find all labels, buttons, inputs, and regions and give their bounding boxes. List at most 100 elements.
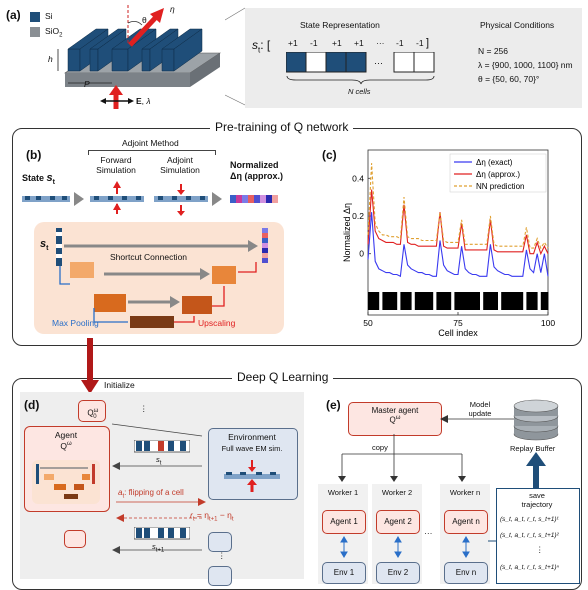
state-value: +1 xyxy=(354,38,364,48)
panel-d-label: (d) xyxy=(24,398,40,412)
svg-text:···: ··· xyxy=(374,58,383,68)
adjoint-bracket xyxy=(88,150,216,155)
save-arrow xyxy=(526,452,546,488)
theta-value: θ = {50, 60, 70}° xyxy=(478,74,540,84)
action-label: at: flipping of a cell xyxy=(118,488,184,500)
eta-label: η xyxy=(170,4,175,14)
state-strip-t1 xyxy=(134,527,190,540)
grating-structure xyxy=(57,5,221,109)
agent-env-link xyxy=(340,536,470,558)
worker-ellipsis: ··· xyxy=(424,528,433,538)
replay-buffer-icon xyxy=(513,399,559,441)
state-input-label: State st xyxy=(22,172,55,186)
cell-bar xyxy=(382,292,387,310)
adjoint-sim-label: Adjoint Simulation xyxy=(160,155,200,175)
cell-bar xyxy=(540,292,545,310)
cell-bar xyxy=(461,292,466,310)
worker-agent-box: Agent 1 xyxy=(322,510,366,534)
y-axis-label: Normalized Δη xyxy=(342,203,352,262)
normalized-label: Normalized xyxy=(230,160,279,170)
cell-bar xyxy=(407,292,412,310)
cell-bar xyxy=(515,292,520,310)
adjoint-title: Adjoint Method xyxy=(122,138,179,148)
agent-next-box xyxy=(64,530,86,548)
legend-sio2-label: SiO2 xyxy=(45,26,63,39)
trajectory-row: (s_t, a_t, r_t, s_t+1)¹ xyxy=(500,516,559,523)
state-value: +1 xyxy=(332,38,342,48)
cells-label: N cells xyxy=(348,87,371,96)
x-tick-label: 50 xyxy=(363,318,373,328)
legend-entry: Δη (exact) xyxy=(476,158,513,167)
adjoint-flow-diagram xyxy=(22,181,278,216)
upscaling-label: Upscaling xyxy=(198,318,236,328)
cell-bar xyxy=(530,292,534,310)
trajectory-dots: ⋮ xyxy=(536,545,544,554)
environment-icon xyxy=(224,460,280,492)
cell-bar xyxy=(371,292,376,310)
delta-eta-label: Δη (approx.) xyxy=(230,171,283,181)
cell-bar xyxy=(368,292,372,310)
cell-bar xyxy=(512,292,516,310)
worker-to-buffer-link xyxy=(488,540,496,542)
dim-p-label: P xyxy=(84,79,90,89)
cell-bar xyxy=(454,292,459,310)
agent-label: Agent xyxy=(54,430,78,440)
state-value: +1 xyxy=(288,38,298,48)
n-value: N = 256 xyxy=(478,46,509,56)
cell-bar xyxy=(472,292,477,310)
forward-sim-label: Forward Simulation xyxy=(96,155,136,175)
legend-sio2-swatch xyxy=(30,27,40,37)
series-line xyxy=(367,163,549,250)
trajectory-row: (s_t, a_t, r_t, s_t+1)ⁿ xyxy=(500,564,559,571)
cell-bar xyxy=(519,292,524,310)
worker-env-box: Env n xyxy=(444,562,488,584)
panel-b-label: (b) xyxy=(26,148,42,162)
worker-agent-box: Agent 2 xyxy=(376,510,420,534)
x-axis-label: Cell index xyxy=(438,328,478,338)
deepq-title: Deep Q Learning xyxy=(232,370,334,384)
cell-bar xyxy=(393,292,398,310)
agent-q: Qω xyxy=(60,441,72,451)
copy-tree xyxy=(338,434,466,482)
env-last-box xyxy=(208,566,232,586)
cell-bar xyxy=(436,292,441,310)
phys-title: Physical Conditions xyxy=(480,20,555,30)
cell-bar xyxy=(486,292,491,310)
state-close-bracket: ] xyxy=(426,37,430,49)
worker-env-box: Env 1 xyxy=(322,562,366,584)
cell-bar xyxy=(440,292,444,310)
series-line xyxy=(367,189,549,256)
worker-label: Worker n xyxy=(449,488,481,497)
agent-env-arrows xyxy=(112,423,206,554)
master-q-label: Qω xyxy=(389,415,401,425)
x-tick-label: 75 xyxy=(453,318,463,328)
cell-bar xyxy=(476,292,480,310)
cell-bar xyxy=(533,292,538,310)
cell-bar xyxy=(429,292,434,310)
zoom-connector xyxy=(225,7,245,106)
y-tick-label: 0.4 xyxy=(352,173,364,183)
copy-label: copy xyxy=(372,443,388,452)
state-strip-t xyxy=(134,440,190,453)
network-input-symbol: st xyxy=(40,238,49,253)
cell-bar xyxy=(490,292,495,310)
cell-bar xyxy=(389,292,394,310)
legend-si-label: Si xyxy=(45,11,53,21)
worker-agent-box: Agent n xyxy=(444,510,488,534)
cell-bar xyxy=(508,292,513,310)
cell-bar xyxy=(443,292,448,310)
series-line xyxy=(367,212,549,278)
network-diagram xyxy=(56,228,268,328)
dots-env: ⋮ xyxy=(218,551,226,560)
initialize-arrow xyxy=(81,338,99,394)
cell-bar xyxy=(386,292,390,310)
state-value: ··· xyxy=(376,38,385,48)
panel-c-label: (c) xyxy=(322,148,337,162)
lambda-value: λ = {900, 1000, 1100} nm xyxy=(478,60,573,70)
state-value: -1 xyxy=(416,38,424,48)
panel-e-label: (e) xyxy=(326,398,341,412)
trajectory-box xyxy=(496,488,580,584)
y-tick-label: 0.2 xyxy=(352,211,364,221)
state-value: -1 xyxy=(310,38,318,48)
